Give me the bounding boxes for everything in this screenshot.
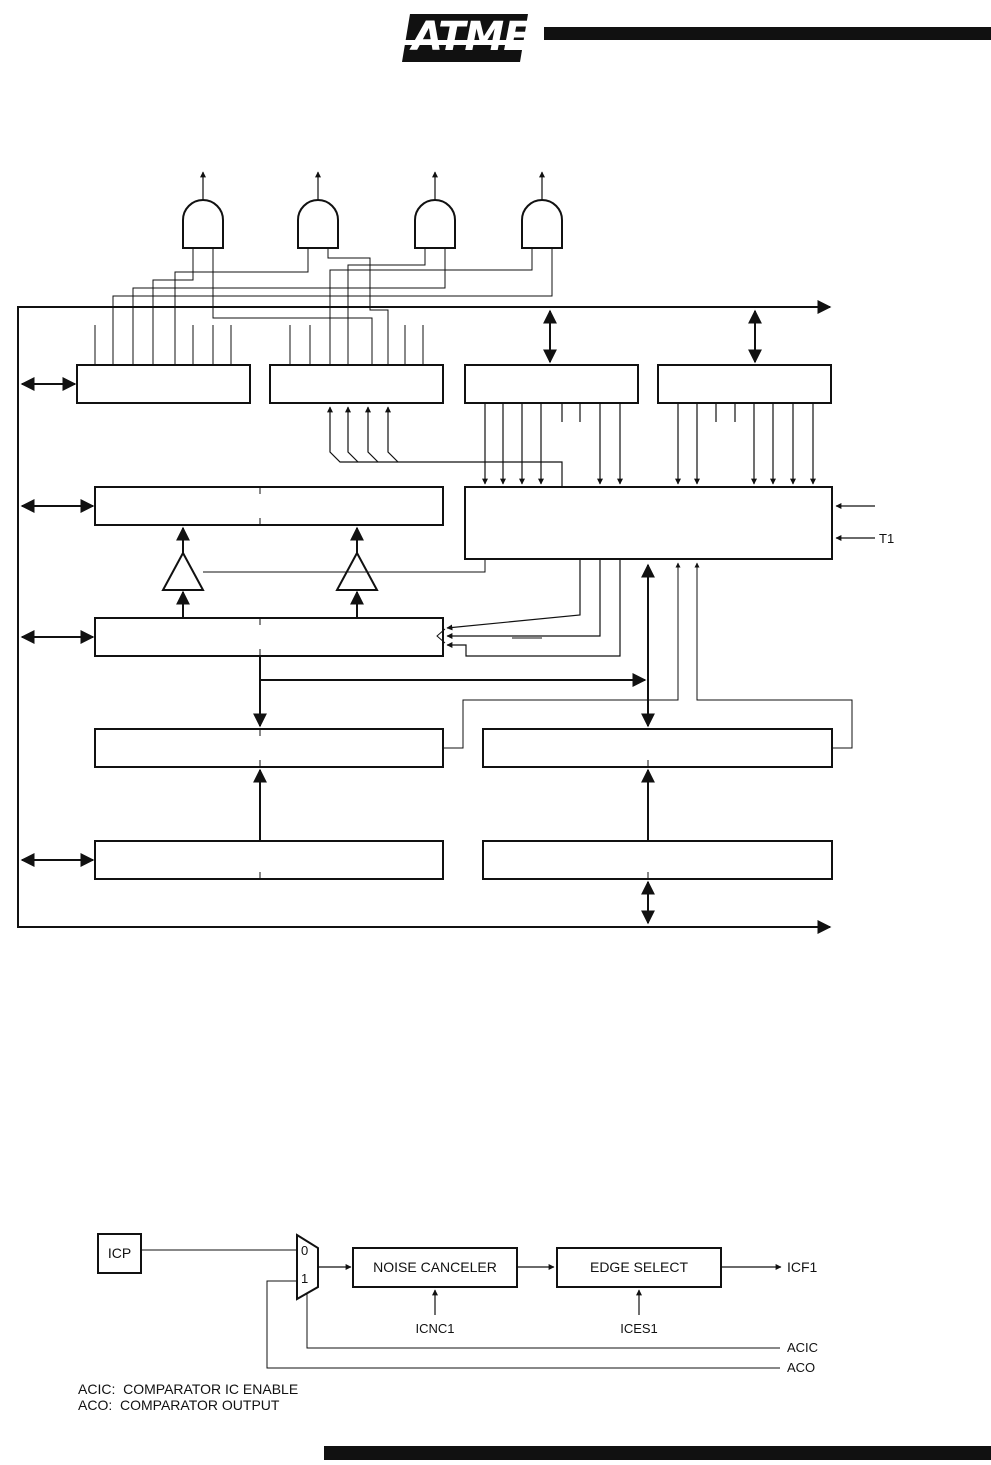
data-bus xyxy=(17,300,832,934)
and-gates xyxy=(182,199,563,249)
register-tifr xyxy=(657,364,832,404)
register-temp xyxy=(94,728,444,768)
footer-bar xyxy=(324,1446,991,1460)
register-pins xyxy=(94,325,424,365)
legend-aco: ACO: COMPARATOR OUTPUT xyxy=(78,1397,280,1413)
icnc1-label: ICNC1 xyxy=(415,1321,454,1336)
comparator-a xyxy=(161,550,205,591)
input-t1-label: T1 xyxy=(879,531,894,546)
icp-label: ICP xyxy=(108,1245,131,1261)
icf1-label: ICF1 xyxy=(787,1259,818,1275)
header-bar xyxy=(544,27,991,40)
control-signal-lines xyxy=(482,403,816,485)
register-icr1 xyxy=(482,728,833,768)
edge-select-label: EDGE SELECT xyxy=(590,1259,688,1275)
ices1-label: ICES1 xyxy=(620,1321,658,1336)
input-capture-diagram: ICP 0 1 NOISE CANCELER EDGE SELECT ICF1 … xyxy=(78,1233,818,1413)
register-row-1 xyxy=(76,364,832,404)
register-bottom-left xyxy=(94,840,444,880)
register-bottom-right xyxy=(482,840,833,880)
and-gate-3 xyxy=(414,199,456,249)
tcnt1-control xyxy=(436,559,621,657)
gate-input-wiring xyxy=(112,248,553,365)
gate-outputs xyxy=(200,171,545,200)
legend-acic: ACIC: COMPARATOR IC ENABLE xyxy=(78,1381,298,1397)
counter-tcnt1 xyxy=(94,617,444,657)
icp-pin-box xyxy=(97,1233,142,1274)
external-inputs xyxy=(835,503,875,541)
mux-input-0: 0 xyxy=(301,1243,308,1258)
multiplexer xyxy=(296,1233,319,1301)
logo-text: ATMEL xyxy=(409,14,554,60)
tccr1b-feedback xyxy=(327,406,563,488)
aco-label: ACO xyxy=(787,1360,815,1375)
control-logic xyxy=(464,486,833,560)
and-gate-1 xyxy=(182,199,224,249)
register-tccr1a xyxy=(76,364,251,404)
acic-label: ACIC xyxy=(787,1340,818,1355)
and-gate-4 xyxy=(521,199,563,249)
and-gate-2 xyxy=(297,199,339,249)
atmel-logo: ATMEL xyxy=(402,14,555,62)
noise-canceler-label: NOISE CANCELER xyxy=(373,1259,497,1275)
mux-input-1: 1 xyxy=(301,1271,308,1286)
register-ocr1ab xyxy=(94,486,444,526)
register-timsk xyxy=(464,364,639,404)
timer-block-diagram xyxy=(17,171,875,934)
register-tccr1b xyxy=(269,364,444,404)
